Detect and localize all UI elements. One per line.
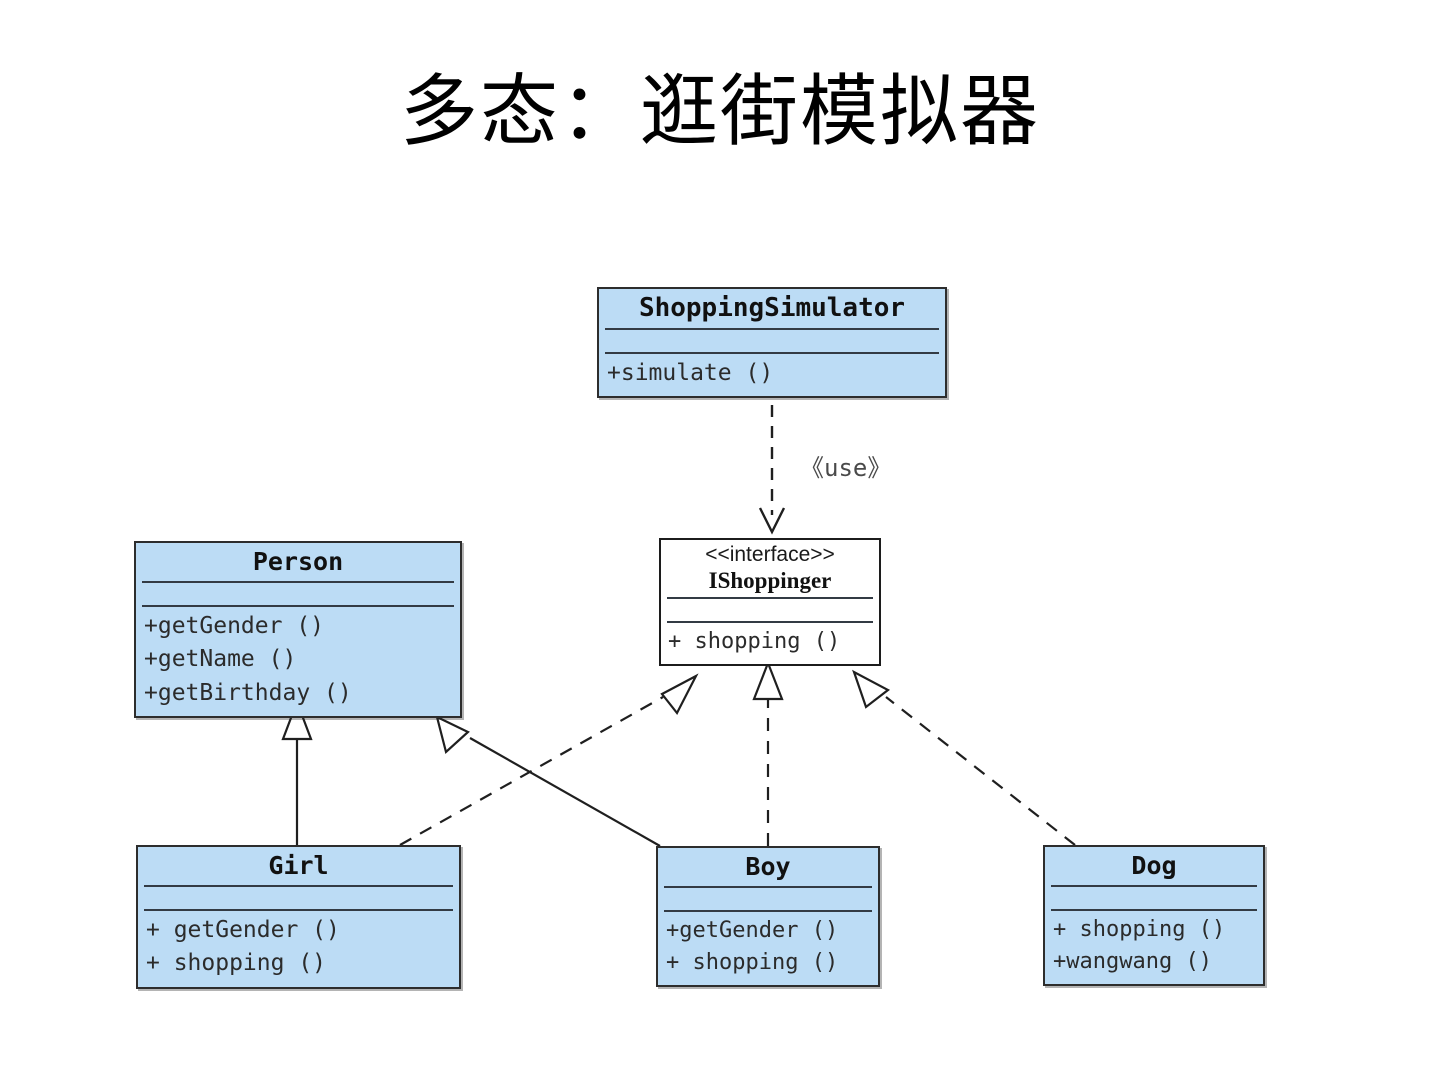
operation-row: + shopping ()	[668, 628, 841, 654]
class-name-dog: Dog	[1131, 851, 1177, 880]
connector-dog-implements-ishoppinger	[852, 669, 1076, 846]
operation-row: +getGender ()	[144, 613, 325, 639]
operation-row: +getName ()	[144, 646, 297, 673]
page-title: 多态：逛街模拟器	[399, 67, 1040, 157]
attributes-compartment-girl	[138, 887, 459, 909]
operation-row: + getGender ()	[146, 917, 340, 943]
class-name-girl: Girl	[268, 851, 329, 880]
attributes-compartment-shoppingsimulator	[599, 330, 945, 352]
operation-row: +getGender ()	[666, 918, 839, 943]
attributes-compartment-boy	[658, 888, 878, 910]
operations-compartment-shoppingsimulator: +simulate ()	[599, 354, 945, 396]
connector-girl-extends-person	[281, 698, 313, 845]
compartment-divider	[605, 328, 939, 330]
class-box-shoppingsimulator[interactable]: ShoppingSimulator +simulate ()	[597, 287, 947, 399]
compartment-divider	[142, 581, 454, 583]
connector-boy-extends-person	[435, 714, 661, 847]
compartment-divider	[667, 596, 873, 599]
connector-shoppingsimulator-uses-ishoppinger	[758, 384, 786, 535]
class-box-person[interactable]: Person +getGender () +getName () +getBir…	[134, 541, 462, 719]
compartment-divider	[144, 909, 453, 911]
compartment-divider	[142, 605, 454, 607]
operation-row: + shopping ()	[666, 949, 839, 975]
attributes-compartment-dog	[1045, 887, 1263, 909]
class-box-dog[interactable]: Dog + shopping () +wangwang ()	[1043, 845, 1265, 986]
class-name-boy: Boy	[745, 852, 791, 881]
operations-compartment-person: +getGender () +getName () +getBirthday (…	[136, 607, 460, 716]
compartment-divider	[667, 620, 873, 623]
class-box-boy[interactable]: Boy +getGender () + shopping ()	[656, 846, 880, 987]
operations-compartment-boy: +getGender () + shopping ()	[658, 912, 878, 985]
operation-row: +wangwang ()	[1053, 948, 1212, 974]
class-name-shoppingsimulator: ShoppingSimulator	[638, 293, 906, 323]
class-box-girl[interactable]: Girl + getGender () + shopping ()	[136, 845, 461, 989]
connector-boy-implements-ishoppinger	[752, 659, 784, 846]
operation-row: + shopping ()	[1053, 917, 1226, 942]
operation-row: +simulate ()	[607, 360, 774, 386]
compartment-divider	[605, 352, 939, 354]
attributes-compartment-ishoppinger	[661, 599, 879, 621]
operation-row: + shopping ()	[146, 950, 327, 977]
compartment-divider	[664, 910, 872, 912]
interface-name-ishoppinger: IShoppinger	[708, 568, 832, 594]
operations-compartment-ishoppinger: + shopping ()	[661, 623, 879, 664]
operations-compartment-dog: + shopping () +wangwang ()	[1045, 911, 1263, 984]
compartment-divider	[1051, 885, 1257, 887]
interface-box-ishoppinger[interactable]: <<interface>> IShoppinger + shopping ()	[659, 538, 881, 666]
compartment-divider	[664, 886, 872, 888]
interface-header: <<interface>> IShoppinger	[661, 540, 879, 597]
operations-compartment-girl: + getGender () + shopping ()	[138, 911, 459, 987]
operation-row: +getBirthday ()	[144, 679, 352, 706]
interface-stereotype: <<interface>>	[705, 543, 835, 566]
use-stereotype-label: 《use》	[800, 454, 892, 482]
attributes-compartment-person	[136, 583, 460, 605]
compartment-divider	[1051, 909, 1257, 911]
compartment-divider	[144, 885, 453, 887]
class-name-person: Person	[252, 547, 344, 576]
